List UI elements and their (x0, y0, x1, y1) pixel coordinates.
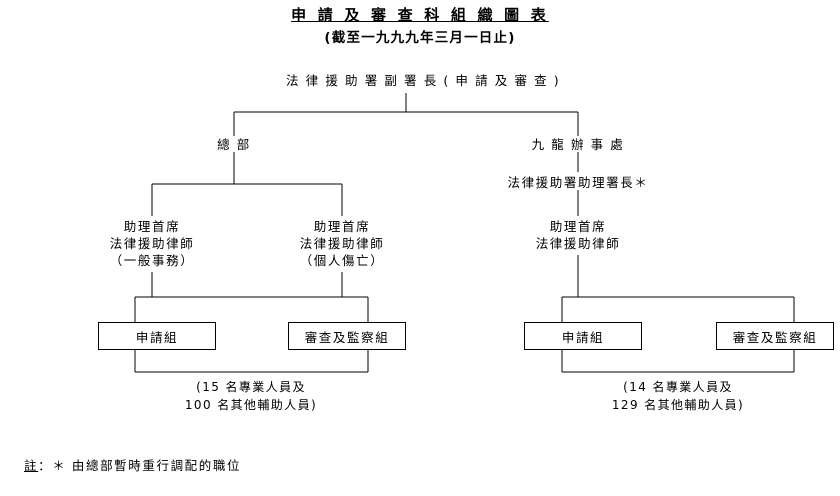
node-apla-general-line3: （一般事務） (109, 253, 195, 268)
box-kln-vetting-section-label: 審查及監察組 (732, 329, 818, 345)
staffing-note-headquarters-line1: (15 名專業人員及 (196, 380, 306, 394)
node-apla-personal-injury-line3: （個人傷亡） (299, 253, 385, 268)
node-apla-personal-injury[interactable]: 助理首席 法律援助律師 （個人傷亡） (262, 218, 422, 269)
staffing-note-headquarters-line2: 100 名其他輔助人員) (184, 398, 318, 412)
node-apla-general-line1: 助理首席 (123, 219, 181, 234)
box-hq-application-section[interactable]: 申請組 (98, 322, 216, 350)
node-deputy-director[interactable]: 法 律 援 助 署 副 署 長 ( 申 請 及 審 查 ) (286, 72, 561, 89)
node-headquarters[interactable]: 總 部 (184, 136, 284, 153)
staffing-note-kowloon: (14 名專業人員及 129 名其他輔助人員) (558, 378, 798, 414)
box-hq-vetting-section[interactable]: 審查及監察組 (288, 322, 406, 350)
box-kln-vetting-section[interactable]: 審查及監察組 (716, 322, 834, 350)
box-kln-application-section[interactable]: 申請組 (524, 322, 642, 350)
footnote: 註：＊ 由總部暫時重行調配的職位 (24, 455, 241, 474)
node-kowloon-office[interactable]: 九 龍 辦 事 處 (518, 136, 638, 153)
node-kowloon-assistant-director-label: 法律援助署助理署長＊ (507, 175, 649, 190)
page-title: 申 請 及 審 查 科 組 織 圖 表 (291, 6, 549, 24)
page-subtitle: (截至一九九九年三月一日止) (324, 30, 516, 46)
node-deputy-director-label: 法 律 援 助 署 副 署 長 ( 申 請 及 審 查 ) (286, 73, 561, 88)
staffing-note-headquarters: (15 名專業人員及 100 名其他輔助人員) (131, 378, 371, 414)
node-apla-general[interactable]: 助理首席 法律援助律師 （一般事務） (72, 218, 232, 269)
staffing-note-kowloon-line2: 129 名其他輔助人員) (611, 398, 745, 412)
node-kowloon-apla[interactable]: 助理首席 法律援助律師 (498, 218, 658, 252)
node-apla-personal-injury-line2: 法律援助律師 (299, 236, 385, 251)
node-apla-personal-injury-line1: 助理首席 (313, 219, 371, 234)
footnote-body: ：＊ 由總部暫時重行調配的職位 (38, 458, 242, 473)
footnote-label: 註 (24, 458, 39, 473)
node-kowloon-office-label: 九 龍 辦 事 處 (531, 137, 625, 152)
box-kln-application-section-label: 申請組 (561, 329, 605, 345)
box-hq-vetting-section-label: 審查及監察組 (304, 329, 390, 345)
node-apla-general-line2: 法律援助律師 (109, 236, 195, 251)
node-kowloon-apla-line1: 助理首席 (549, 219, 607, 234)
box-hq-application-section-label: 申請組 (135, 329, 179, 345)
staffing-note-kowloon-line1: (14 名專業人員及 (623, 380, 733, 394)
node-kowloon-assistant-director[interactable]: 法律援助署助理署長＊ (468, 174, 688, 191)
node-headquarters-label: 總 部 (217, 137, 251, 152)
node-kowloon-apla-line2: 法律援助律師 (535, 236, 621, 251)
